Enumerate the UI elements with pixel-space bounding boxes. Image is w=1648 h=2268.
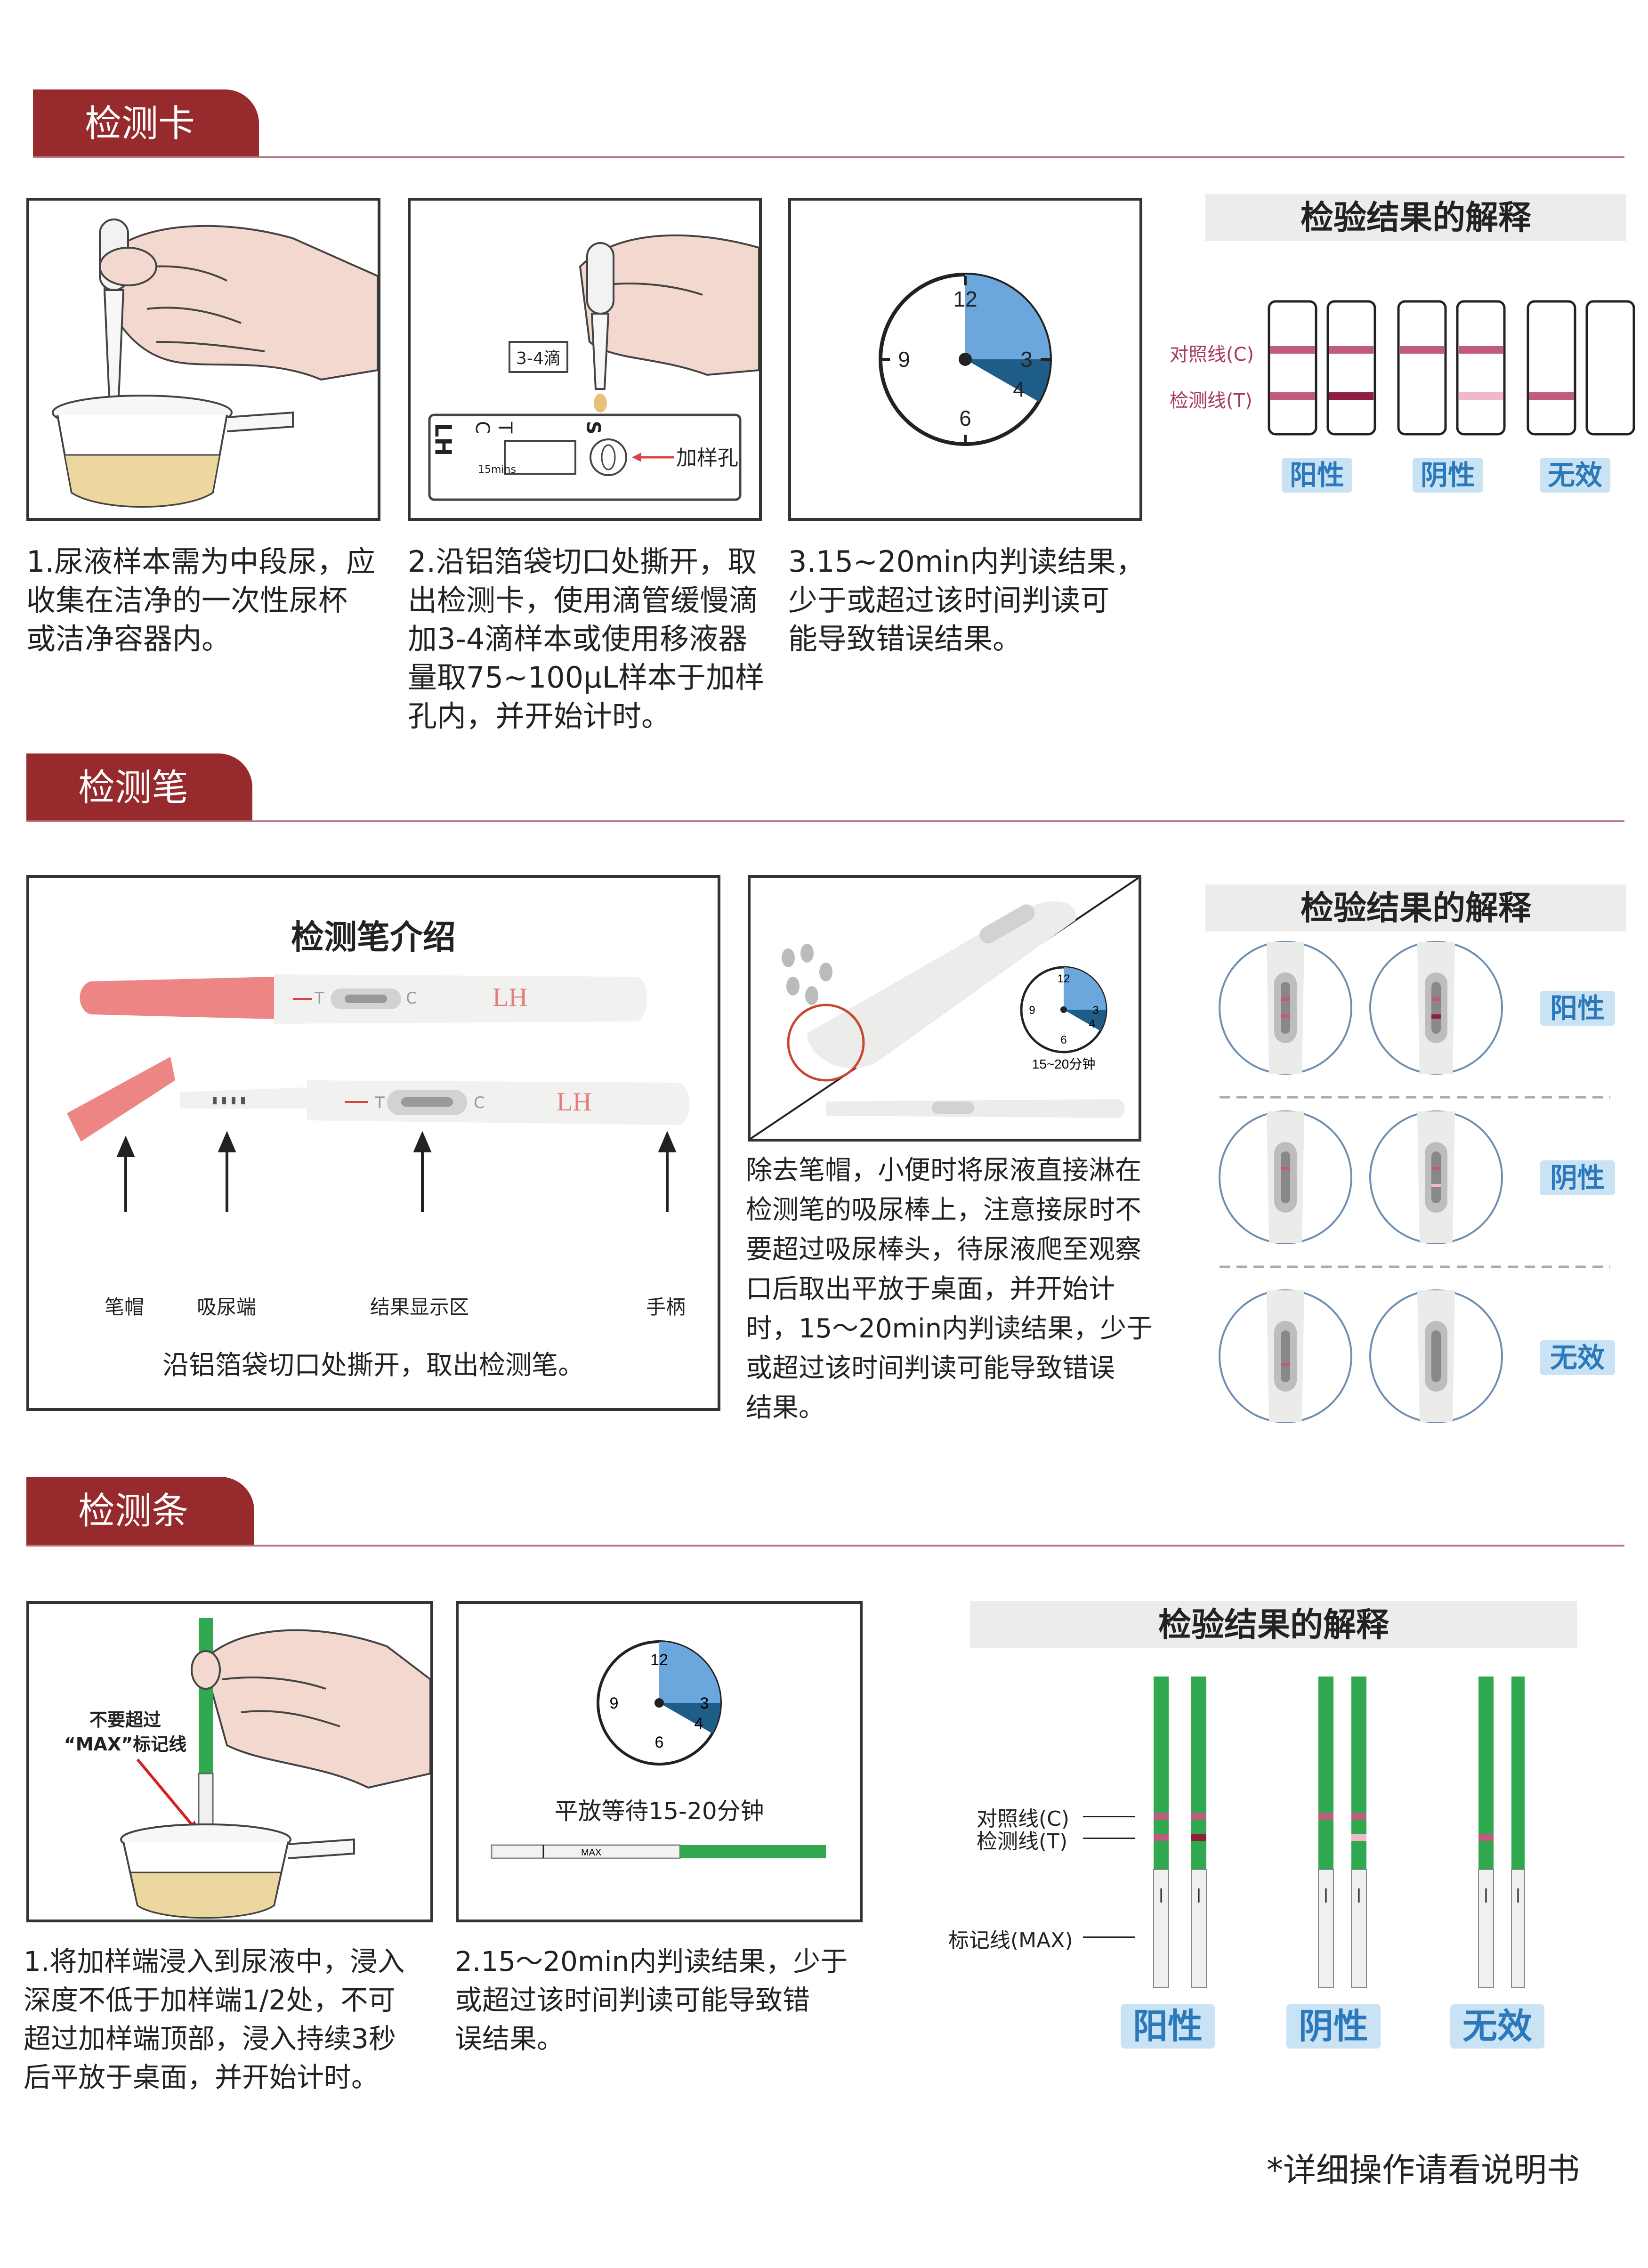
card-t-text: T <box>494 421 516 434</box>
test-line-label: 检测线(T) <box>1170 390 1252 412</box>
card-step2-text: 2.沿铝箔袋切口处撕开，取 出检测卡，使用滴管缓慢滴 加3-4滴样本或使用移液器… <box>408 544 765 733</box>
card-step2-illustration <box>408 198 762 521</box>
pen-bottom-lh: LH <box>557 1087 592 1117</box>
section-tab-card: 检测卡 <box>33 89 259 158</box>
strip-result-strips <box>1153 1677 1525 1988</box>
strip-control-line-label: 对照线(C) <box>977 1807 1070 1831</box>
card-time-text: 15mins <box>478 464 516 476</box>
drop-count-label: 3-4滴 <box>509 341 568 373</box>
section-divider <box>26 1545 1624 1547</box>
pen-top-t: T <box>315 989 324 1008</box>
card-result-positive: 阳性 <box>1282 458 1352 493</box>
pen-part-result-window: 结果显示区 <box>370 1296 469 1319</box>
card-lh-text: LH <box>429 422 456 456</box>
clock-num-9: 9 <box>898 347 910 372</box>
strip-clock-3: 3 <box>700 1694 709 1712</box>
timer-clock-icon: 12 3 4 6 9 <box>879 273 1052 446</box>
pen-bottom-t: T <box>375 1094 385 1112</box>
strip-test-pointer <box>1083 1838 1135 1839</box>
card-step1-illustration <box>26 198 380 521</box>
strip-result-positive: 阳性 <box>1121 2004 1215 2049</box>
strip-clock-4: 4 <box>695 1715 703 1733</box>
strip-result-negative: 阴性 <box>1286 2004 1381 2049</box>
strip-result-invalid: 无效 <box>1450 2004 1544 2049</box>
pen-clock-9: 9 <box>1029 1004 1035 1017</box>
pen-top-lh: LH <box>493 983 528 1012</box>
pen-clock-6: 6 <box>1060 1034 1066 1046</box>
clock-num-3: 3 <box>1020 347 1033 372</box>
pen-result-negative: 阴性 <box>1540 1160 1615 1195</box>
card-step3-clock-panel: 12 3 4 6 9 <box>788 198 1142 521</box>
strip-step2-illustration: 12 3 4 6 9 MAX 平放等待15-20分钟 <box>456 1601 863 1922</box>
clock-num-6: 6 <box>959 406 971 430</box>
strip-flat-max: MAX <box>581 1847 601 1858</box>
strip-wait-caption: 平放等待15-20分钟 <box>554 1798 764 1825</box>
pen-result-title: 检验结果的解释 <box>1205 884 1626 932</box>
card-result-invalid: 无效 <box>1540 458 1610 493</box>
control-line-label: 对照线(C) <box>1170 344 1254 365</box>
card-step1-text: 1.尿液样本需为中段尿，应 收集在洁净的一次性尿杯 或洁净容器内。 <box>26 544 376 656</box>
strip-step1-illustration: 不要超过 “MAX”标记线 <box>26 1601 433 1922</box>
pen-result-positive: 阳性 <box>1540 991 1615 1026</box>
strip-step2-text: 2.15～20min内判读结果，少于 或超过该时间判读可能导致错 误结果。 <box>455 1945 848 2055</box>
pen-part-cap: 笔帽 <box>105 1296 145 1319</box>
pen-result-invalid: 无效 <box>1540 1340 1615 1375</box>
pen-step-text: 除去笔帽，小便时将尿液直接淋在 检测笔的吸尿棒上，注意接尿时不 要超过吸尿棒头，… <box>746 1155 1153 1423</box>
card-c-text: C <box>471 421 493 434</box>
pen-top-c: C <box>406 989 417 1008</box>
strip-clock-6: 6 <box>655 1733 664 1751</box>
strip-result-title: 检验结果的解释 <box>970 1601 1577 1648</box>
strip-max-line-label: 标记线(MAX) <box>948 1928 1073 1952</box>
pen-clock-12: 12 <box>1058 972 1070 985</box>
strip-clock-9: 9 <box>610 1694 619 1712</box>
section-tab-pen: 检测笔 <box>26 753 252 822</box>
pen-result-windows <box>1219 941 1610 1423</box>
pen-diagram <box>67 974 690 1212</box>
sample-hole-label: 加样孔 <box>676 446 738 470</box>
pen-intro-title: 检测笔介绍 <box>291 918 456 956</box>
card-result-title: 检验结果的解释 <box>1205 194 1626 241</box>
clock-num-12: 12 <box>953 287 977 311</box>
card-result-windows <box>1268 300 1635 436</box>
card-step3-text: 3.15~20min内判读结果， 少于或超过该时间判读可 能导致错误结果。 <box>788 544 1145 656</box>
section-divider <box>26 820 1624 822</box>
strip-control-pointer <box>1083 1816 1135 1817</box>
strip-clock-12: 12 <box>650 1651 668 1669</box>
pen-intro-panel: 检测笔介绍 T C LH T C LH 笔帽 吸尿端 结果显示区 手柄 沿铝箔袋… <box>26 875 720 1411</box>
strip-max-pointer <box>1083 1936 1135 1938</box>
pen-usage-panel: 12 3 4 6 9 15~20分钟 <box>748 875 1141 1142</box>
section-divider <box>33 156 1624 158</box>
pen-bottom-c: C <box>474 1094 485 1112</box>
strip-max-warning: 不要超过 “MAX”标记线 <box>64 1709 187 1755</box>
strip-step1-text: 1.将加样端浸入到尿液中，浸入 深度不低于加样端1/2处，不可 超过加样端顶部，… <box>24 1945 405 2093</box>
card-s-text: S <box>582 421 604 435</box>
clock-num-4: 4 <box>1013 377 1025 401</box>
pen-part-absorbent: 吸尿端 <box>197 1296 257 1319</box>
pen-clock-3: 3 <box>1092 1004 1099 1017</box>
strip-test-line-label: 检测线(T) <box>977 1830 1068 1854</box>
card-result-negative: 阴性 <box>1413 458 1483 493</box>
pen-clock-4: 4 <box>1089 1018 1095 1030</box>
pen-intro-caption: 沿铝箔袋切口处撕开，取出检测笔。 <box>162 1350 584 1381</box>
pen-part-handle: 手柄 <box>646 1296 686 1319</box>
section-tab-strip: 检测条 <box>26 1477 254 1546</box>
footnote: *详细操作请看说明书 <box>1267 2151 1580 2189</box>
pen-clock-caption: 15~20分钟 <box>1032 1057 1096 1071</box>
